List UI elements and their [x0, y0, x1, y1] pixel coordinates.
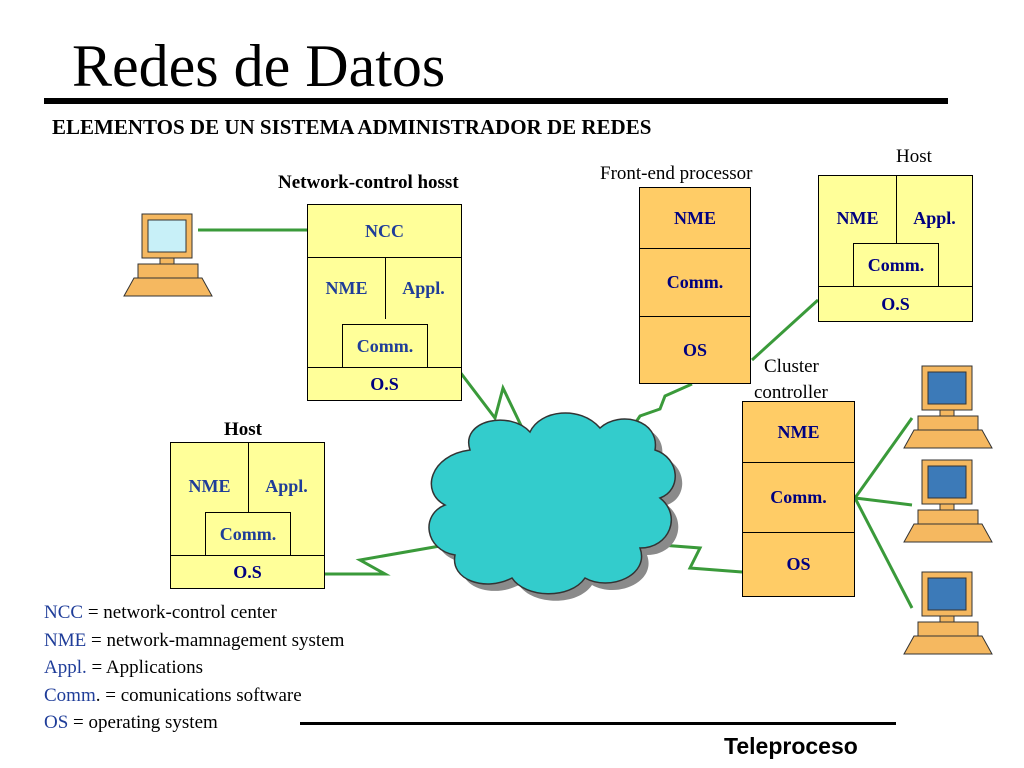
legend-item-comm: Comm. = comunications software	[44, 682, 344, 710]
link-host-left-to-cloud	[325, 544, 441, 576]
link-cluster-to-terminal-1	[853, 417, 914, 499]
os-cell: O.S	[308, 367, 461, 400]
link-ncc-host-to-cloud	[458, 371, 530, 441]
host-left-caption: Host	[224, 419, 262, 440]
host-top-os-cell: O.S	[819, 286, 972, 321]
terminal-computer-icon-1	[903, 365, 993, 449]
appl-cell: Appl.	[385, 257, 461, 319]
host-top-nme-cell: NME	[836, 208, 879, 228]
footer-label: Teleproceso	[724, 733, 858, 759]
legend-item-ncc: NCC = network-control center	[44, 599, 344, 627]
legend-key: OS	[44, 712, 69, 733]
legend-text: = network-mamnagement system	[86, 629, 345, 651]
legend-key: Appl.	[44, 657, 87, 678]
cluster-caption-line1: Cluster	[764, 356, 819, 377]
legend-key: Comm	[44, 684, 96, 706]
cluster-comm-cell: Comm.	[743, 462, 854, 532]
network-cloud	[428, 412, 683, 601]
front-end-nme-cell: NME	[674, 207, 716, 228]
legend-text: = operating system	[68, 712, 218, 733]
host-left-os-cell: O.S	[171, 555, 324, 588]
link-cluster-to-terminal-3	[853, 497, 914, 609]
link-lines	[198, 228, 914, 609]
cluster-os-cell: OS	[743, 532, 854, 596]
page-title: Redes de Datos	[72, 33, 446, 99]
terminal-computer-icon-2	[903, 459, 993, 543]
front-end-box: NME Comm. OS	[639, 187, 751, 384]
host-top-box: NME Appl. Comm. O.S	[818, 175, 973, 322]
nme-cell: NME	[308, 257, 385, 319]
footer-rule	[300, 722, 896, 725]
host-left-nme-cell: NME	[188, 476, 231, 496]
host-top-comm-cell: Comm.	[853, 243, 939, 287]
legend-text: = network-control center	[83, 602, 277, 623]
cluster-caption-line2: controller	[754, 382, 828, 403]
legend-item-os: OS = operating system	[44, 709, 344, 737]
terminal-computer-icon-3	[903, 571, 993, 655]
cluster-controller-box: NME Comm. OS	[742, 401, 855, 597]
host-left-comm-cell: Comm.	[205, 512, 291, 556]
title-underline	[44, 98, 948, 104]
host-top-appl-cell: Appl.	[896, 176, 972, 262]
front-end-os-cell: OS	[640, 316, 750, 383]
legend: NCC = network-control center NME = netwo…	[44, 599, 344, 737]
ncc-host-caption: Network-control hosst	[278, 172, 459, 193]
front-end-caption: Front-end processor	[600, 163, 753, 184]
ncc-host-box: NCC NME Appl. Comm. O.S	[307, 204, 462, 401]
cluster-nme-cell: NME	[777, 421, 820, 442]
link-cloud-to-cluster	[647, 542, 743, 574]
host-left-appl-cell: Appl.	[248, 443, 324, 555]
link-frontend-to-cloud	[632, 382, 693, 426]
legend-item-nme: NME = network-mamnagement system	[44, 627, 344, 655]
comm-cell: Comm.	[342, 324, 428, 368]
legend-text: = Applications	[86, 657, 204, 678]
legend-key: NCC	[44, 602, 84, 623]
terminal-computer-icon	[123, 213, 213, 297]
front-end-comm-cell: Comm.	[640, 248, 750, 316]
legend-key: NME	[44, 629, 87, 651]
host-top-caption: Host	[896, 146, 932, 167]
legend-item-appl: Appl. = Applications	[44, 654, 344, 682]
legend-text: . = comunications software	[95, 684, 302, 706]
slide-subtitle: ELEMENTOS DE UN SISTEMA ADMINISTRADOR DE…	[52, 115, 652, 139]
ncc-cell: NCC	[365, 220, 404, 241]
host-left-box: NME Appl. Comm. O.S	[170, 442, 325, 589]
link-host-top-to-frontend	[750, 298, 820, 362]
link-cluster-to-terminal-2	[854, 496, 913, 507]
